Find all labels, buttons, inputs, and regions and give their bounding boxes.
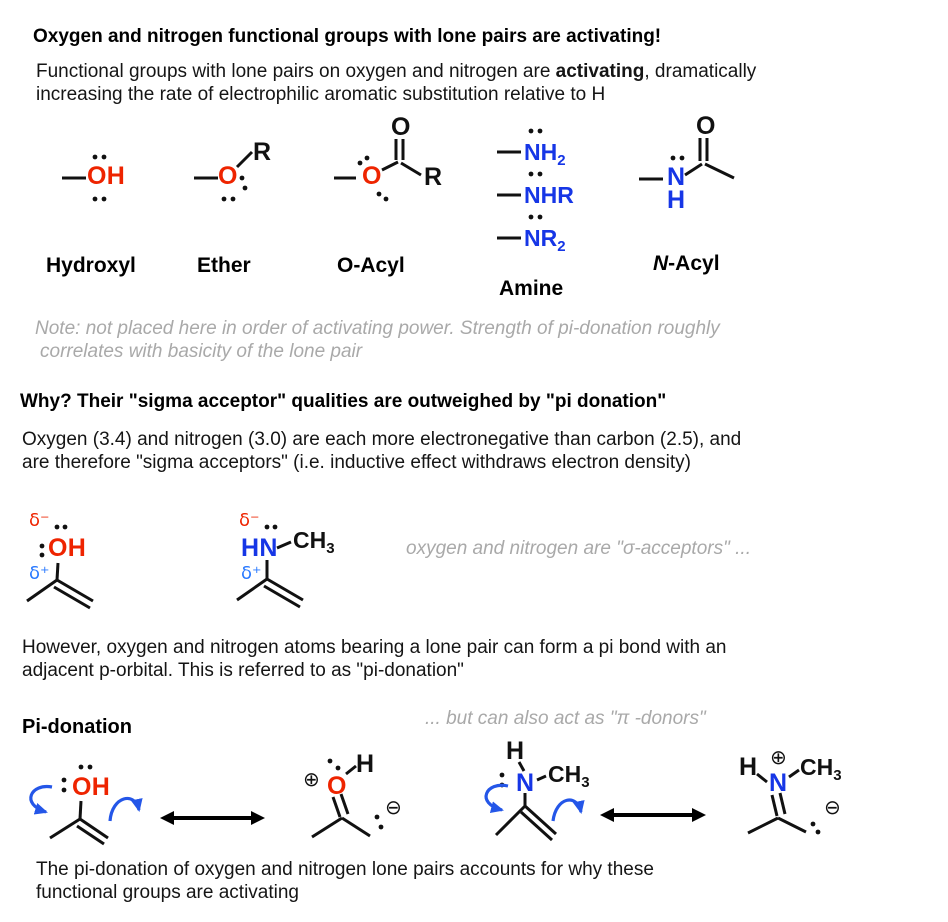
enamine-h-label: H bbox=[506, 737, 525, 765]
amine-nr2-label: NR2 bbox=[524, 225, 566, 255]
intro-line1-bold: activating bbox=[555, 61, 645, 82]
o-acyl-r-label: R bbox=[424, 163, 443, 191]
page-title: Oxygen and nitrogen functional groups wi… bbox=[33, 26, 662, 47]
enamine-ch3-label: CH3 bbox=[548, 761, 590, 791]
sigma-enol-oh-label: OH bbox=[48, 534, 87, 562]
lone-pair-dots bbox=[499, 772, 505, 788]
n-acyl-carbonyl-o-label: O bbox=[696, 112, 716, 140]
pi-enol-oh-label: OH bbox=[72, 773, 111, 801]
n-acyl-structure bbox=[639, 138, 735, 181]
iminium-h-label: H bbox=[739, 753, 758, 781]
pi-body-line2: adjacent p-orbital. This is referred to … bbox=[22, 660, 464, 681]
n-acyl-caption: N-Acyl bbox=[653, 252, 720, 276]
sigma-amine-ch3-main: CH bbox=[293, 527, 327, 553]
sigma-amine-ch3-sub: 3 bbox=[326, 540, 335, 557]
o-acyl-caption: O-Acyl bbox=[337, 254, 405, 277]
lone-pair-dots bbox=[264, 524, 278, 530]
ether-caption: Ether bbox=[197, 254, 251, 277]
iminium-ch3-main: CH bbox=[800, 754, 834, 780]
plus-charge-icon: ⊕ bbox=[303, 767, 320, 791]
note-line1: Note: not placed here in order of activa… bbox=[35, 318, 720, 339]
minus-charge-icon: ⊖ bbox=[385, 795, 402, 819]
minus-charge-icon: ⊖ bbox=[824, 795, 841, 819]
intro-line2: increasing the rate of electrophilic aro… bbox=[36, 84, 606, 105]
plus-charge-icon: ⊕ bbox=[770, 745, 787, 769]
sigma-caption: oxygen and nitrogen are "σ-acceptors" ..… bbox=[406, 538, 751, 559]
amine-nh2-main: NH bbox=[524, 139, 558, 165]
sigma-amine-delta-minus: δ⁻ bbox=[239, 510, 260, 531]
n-acyl-caption-n: N bbox=[653, 252, 669, 275]
enamine-ch3-sub: 3 bbox=[581, 774, 590, 791]
sigma-amine-ch3-label: CH3 bbox=[293, 527, 335, 557]
iminium-ch3-label: CH3 bbox=[800, 754, 842, 784]
amine-nh2-sub: 2 bbox=[557, 152, 566, 169]
ether-o-label: O bbox=[218, 162, 238, 190]
hydroxyl-oh-label: OH bbox=[87, 162, 126, 190]
sigma-enol-delta-plus: δ⁺ bbox=[29, 563, 50, 584]
footer-line2: functional groups are activating bbox=[36, 882, 299, 903]
resonance-arrow bbox=[600, 808, 706, 822]
amine-nhr-label: NHR bbox=[524, 184, 574, 211]
pi-donation-heading: Pi-donation bbox=[22, 716, 132, 738]
pi-body-line1: However, oxygen and nitrogen atoms beari… bbox=[22, 637, 727, 658]
amine-nhr-main: NHR bbox=[524, 182, 574, 208]
intro-line1-part2: , dramatically bbox=[644, 61, 757, 82]
lone-pair-dots bbox=[670, 155, 685, 161]
n-acyl-caption-rest: -Acyl bbox=[668, 252, 720, 275]
why-body-line1: Oxygen (3.4) and nitrogen (3.0) are each… bbox=[22, 429, 742, 450]
lone-pair-dots bbox=[810, 821, 821, 835]
amine-caption: Amine bbox=[499, 277, 564, 300]
n-acyl-h-label: H bbox=[667, 186, 686, 214]
n-acyl-n-label: N bbox=[667, 163, 686, 191]
intro-line1: Functional groups with lone pairs on oxy… bbox=[36, 61, 756, 83]
footer-line1: The pi-donation of oxygen and nitrogen l… bbox=[36, 859, 654, 880]
enamine-n-label: N bbox=[516, 769, 535, 797]
amine-nh2-label: NH2 bbox=[524, 139, 566, 169]
amine-nr2-main: NR bbox=[524, 225, 558, 251]
resonance-arrow bbox=[160, 811, 265, 825]
sigma-enol-delta-minus: δ⁻ bbox=[29, 510, 50, 531]
o-acyl-carbonyl-o-label: O bbox=[391, 113, 411, 141]
hydroxyl-caption: Hydroxyl bbox=[46, 254, 136, 277]
iminium-ch3-sub: 3 bbox=[833, 767, 842, 784]
intro-line1-part1: Functional groups with lone pairs on oxy… bbox=[36, 61, 556, 82]
why-body-line2: are therefore "sigma acceptors" (i.e. in… bbox=[22, 452, 691, 473]
sigma-amine-hn-label: HN bbox=[241, 534, 278, 562]
why-heading: Why? Their "sigma acceptor" qualities ar… bbox=[20, 391, 667, 412]
oxocarbenium-h-label: H bbox=[356, 750, 375, 778]
oxocarbenium-o-label: O bbox=[327, 772, 347, 800]
note-line2: correlates with basicity of the lone pai… bbox=[40, 341, 363, 362]
iminium-n-label: N bbox=[769, 769, 788, 797]
o-acyl-o-label: O bbox=[362, 162, 382, 190]
pi-caption: ... but can also act as "π -donors" bbox=[425, 708, 706, 729]
ether-r-label: R bbox=[253, 138, 272, 166]
enamine-ch3-main: CH bbox=[548, 761, 582, 787]
sigma-amine-delta-plus: δ⁺ bbox=[241, 563, 262, 584]
amine-nr2-sub: 2 bbox=[557, 238, 566, 255]
